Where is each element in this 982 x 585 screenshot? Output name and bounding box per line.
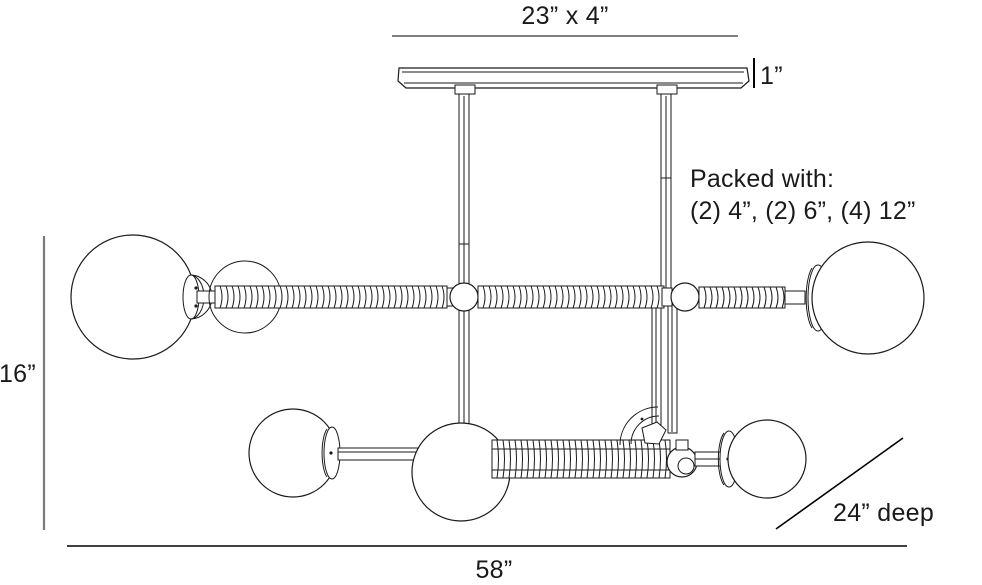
packed-with-detail: (2) 4”, (2) 6”, (4) 12” [690, 197, 915, 225]
rod-lower-left [337, 447, 425, 461]
joint-ball-left [449, 282, 479, 312]
right-vertical-stem [660, 93, 672, 289]
joint-ball-right [670, 282, 700, 312]
joint-cluster-lower-right [641, 421, 722, 478]
perspective-arcs [619, 406, 660, 446]
ribbed-rod-upper-middle [477, 285, 673, 309]
fixture-illustration [70, 67, 925, 522]
ribbed-rod-lower [491, 439, 671, 479]
height-dimension-label: 16” [0, 360, 36, 388]
canopy-dimension-label: 23” x 4” [521, 2, 608, 30]
packed-with-heading: Packed with: [690, 165, 834, 193]
globe-upper-far-left [70, 234, 196, 360]
left-lower-stem [458, 304, 470, 439]
depth-dimension-line [775, 437, 904, 530]
depth-dimension-label: 24” deep [833, 499, 934, 527]
socket-cap-upper-left [182, 274, 218, 320]
canopy-thickness-label: 1” [760, 62, 783, 90]
globe-lower-right-small [727, 419, 807, 499]
width-dimension-label: 58” [475, 556, 512, 584]
ribbed-rod-upper-left [214, 285, 458, 309]
ceiling-canopy [397, 67, 750, 95]
left-vertical-stem [458, 93, 470, 293]
globe-upper-far-right [811, 241, 925, 355]
ribbed-rod-upper-right [698, 286, 806, 309]
